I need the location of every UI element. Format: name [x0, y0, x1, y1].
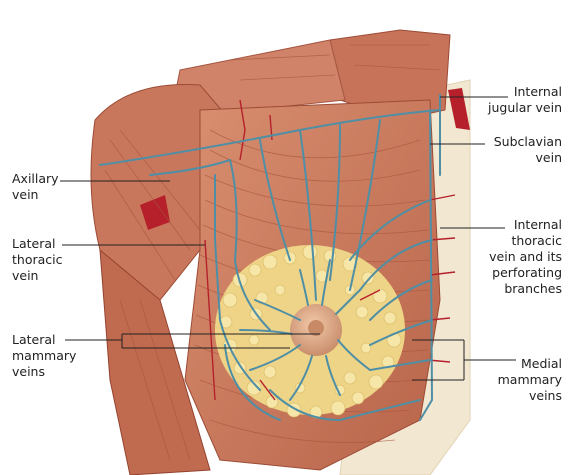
label-lateral-mammary-veins: Lateral mammary veins [12, 332, 76, 380]
label-internal-thoracic-vein: Internal thoracic vein and its perforati… [489, 217, 562, 297]
label-medial-mammary-veins: Medial mammary veins [498, 356, 562, 404]
label-axillary-vein: Axillary vein [12, 171, 59, 203]
label-lateral-thoracic-vein: Lateral thoracic vein [12, 236, 63, 284]
label-internal-jugular-vein: Internal jugular vein [488, 84, 562, 116]
label-subclavian-vein: Subclavian vein [494, 134, 562, 166]
